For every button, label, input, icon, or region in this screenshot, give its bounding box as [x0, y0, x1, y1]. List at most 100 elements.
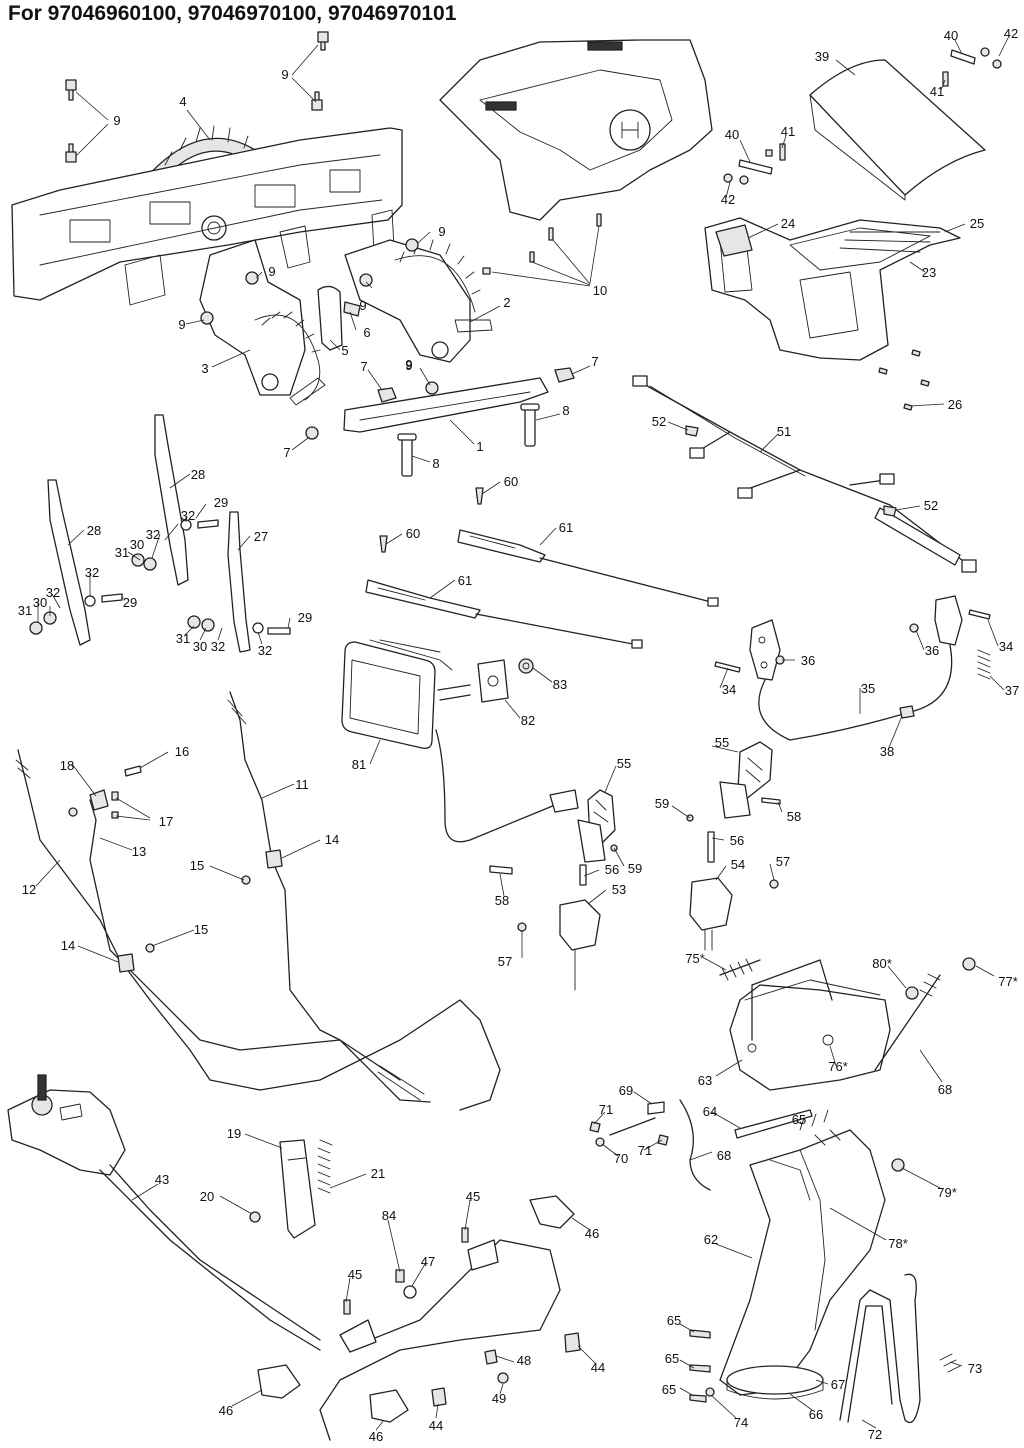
callout: 35 [861, 681, 875, 696]
callout: 15 [190, 858, 204, 873]
callout: 4 [179, 94, 186, 109]
callout: 53 [612, 882, 626, 897]
callout: 9 [405, 358, 412, 373]
callout: 65 [792, 1112, 806, 1127]
part-51-wiring-harness [632, 375, 977, 573]
callout: 70 [614, 1151, 628, 1166]
callout: 32 [211, 639, 225, 654]
callout: 30 [33, 595, 47, 610]
callout: 71 [638, 1143, 652, 1158]
part-26-screws [878, 349, 930, 411]
part-20-nut [249, 1211, 261, 1223]
callout: 9 [113, 113, 120, 128]
callout: 32 [181, 508, 195, 523]
part-37-spring [977, 649, 991, 680]
callout: 81 [352, 757, 366, 772]
callout: 52 [652, 414, 666, 429]
callout: 27 [254, 529, 268, 544]
callout: 61 [458, 573, 472, 588]
callout: 46 [369, 1429, 383, 1444]
part-53-54-switch-bodies [559, 877, 733, 991]
callout: 19 [227, 1126, 241, 1141]
callout: 40 [725, 127, 739, 142]
callout: 14 [325, 832, 339, 847]
callout: 72 [868, 1427, 882, 1442]
callout: 75* [685, 951, 705, 966]
part-19-handle [279, 1139, 316, 1239]
part-24-console-left-cap [715, 224, 753, 257]
callout: 60 [504, 474, 518, 489]
callout: 79* [937, 1185, 957, 1200]
callout: 51 [777, 424, 791, 439]
part-4-frame-bracket [11, 125, 403, 306]
callout: 83 [553, 677, 567, 692]
part-66-67-chute-base [726, 1365, 824, 1400]
part-36-latches [749, 595, 963, 681]
part-28-bracket-left [47, 479, 91, 646]
callout: 68 [717, 1148, 731, 1163]
callout: 46 [585, 1226, 599, 1241]
callout: 13 [132, 844, 146, 859]
callout: 42 [1004, 26, 1018, 41]
callout: 2 [503, 295, 510, 310]
callout: 20 [200, 1189, 214, 1204]
part-5-clamp [317, 285, 343, 351]
part-60-pins [379, 487, 484, 553]
part-64-wear-strip [734, 1109, 813, 1139]
callout: 68 [938, 1082, 952, 1097]
callout: 54 [731, 857, 745, 872]
callout: 9 [359, 298, 366, 313]
callout: 66 [809, 1407, 823, 1422]
part-40-strips [738, 49, 976, 175]
callout: 73 [968, 1361, 982, 1376]
part-81-work-light [341, 639, 579, 843]
callout: 34 [722, 682, 736, 697]
callout: 5 [341, 343, 348, 358]
callout: 9 [405, 357, 412, 372]
callout: 65 [667, 1313, 681, 1328]
callout: 67 [831, 1377, 845, 1392]
callout: 32 [146, 527, 160, 542]
part-7-nuts [305, 367, 575, 440]
part-6-bolt [343, 301, 361, 317]
callout: 37 [1005, 683, 1019, 698]
callout: 24 [781, 216, 795, 231]
callout: 58 [495, 893, 509, 908]
callout: 32 [85, 565, 99, 580]
callout: 55 [617, 756, 631, 771]
part-73-spring [939, 1353, 961, 1373]
part-63-chute-deflector [729, 959, 891, 1091]
callout: 28 [191, 467, 205, 482]
callout: 42 [721, 192, 735, 207]
callout: 59 [655, 796, 669, 811]
callout: 52 [924, 498, 938, 513]
part-38-clip [899, 705, 915, 719]
page-title: For 97046960100, 97046970100, 9704697010… [8, 2, 457, 25]
callout: 57 [498, 954, 512, 969]
callout: 65 [665, 1351, 679, 1366]
callout: 7 [283, 445, 290, 460]
callout: 39 [815, 49, 829, 64]
callout: 30 [193, 639, 207, 654]
callout: 36 [925, 643, 939, 658]
callout: 7 [591, 354, 598, 369]
part-27-bracket [227, 511, 251, 653]
callout: 29 [214, 495, 228, 510]
callout: 41 [930, 84, 944, 99]
callout: 62 [704, 1232, 718, 1247]
callout: 45 [466, 1189, 480, 1204]
callout: 12 [22, 882, 36, 897]
callout: 46 [219, 1403, 233, 1418]
callout: 71 [599, 1102, 613, 1117]
callout: 41 [781, 124, 795, 139]
callout: 31 [18, 603, 32, 618]
callout: 34 [999, 639, 1013, 654]
part-52-clips [685, 425, 897, 517]
callout: 18 [60, 758, 74, 773]
callout: 44 [429, 1418, 443, 1433]
callout: 45 [348, 1267, 362, 1282]
part-61-grips [365, 529, 719, 649]
callout: 6 [363, 325, 370, 340]
part-25-console-top-grille [839, 231, 941, 253]
